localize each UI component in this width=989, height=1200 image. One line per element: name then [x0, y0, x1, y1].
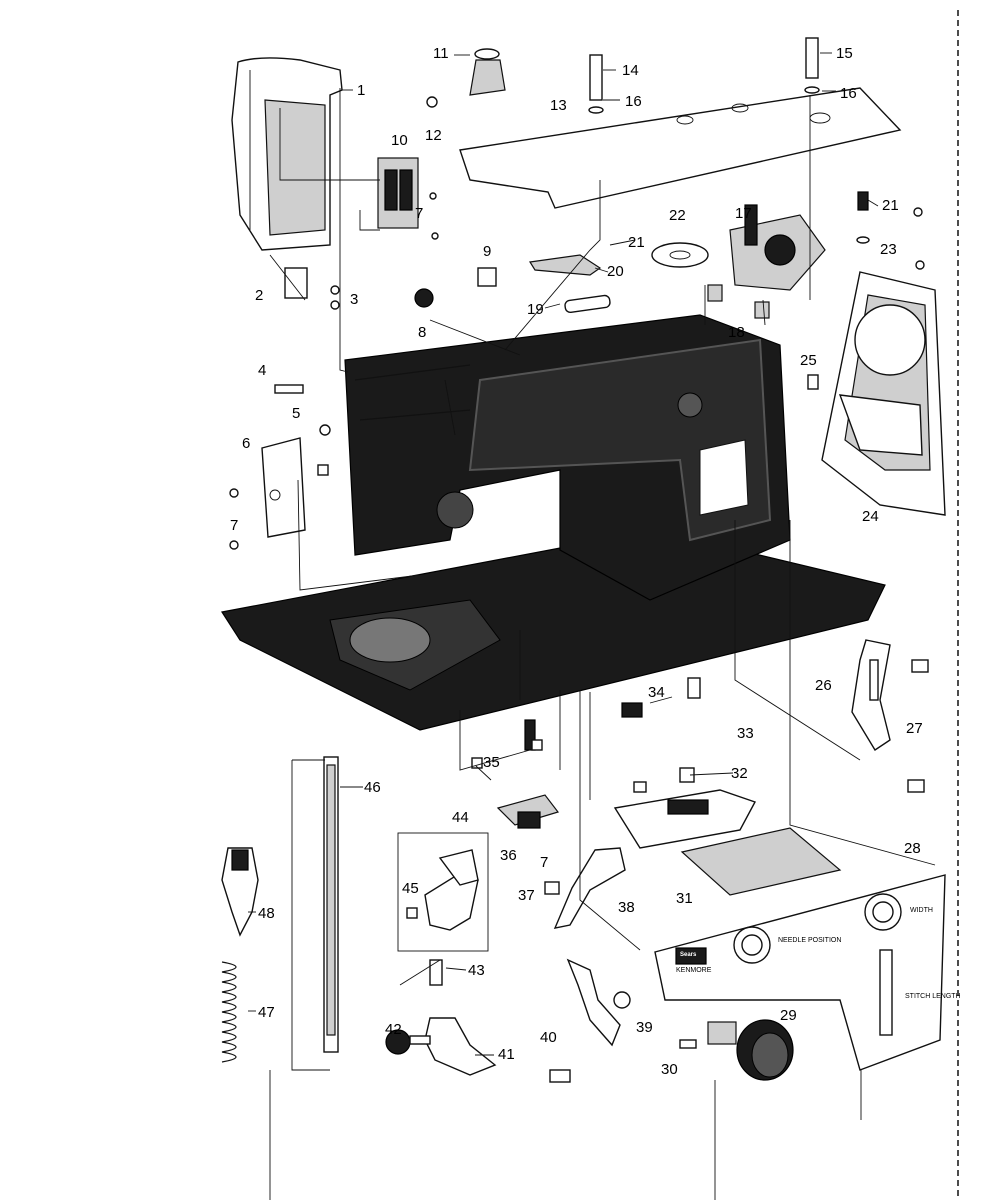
callout-label: 42	[385, 1021, 402, 1038]
callout-label: 36	[500, 847, 517, 864]
callout-label: 7	[415, 205, 423, 222]
callout-label: 33	[737, 725, 754, 742]
left-side-parts	[229, 384, 331, 550]
callout-label: 40	[540, 1029, 557, 1046]
presser-bar-46-part	[291, 756, 339, 1071]
callout-label: 13	[550, 97, 567, 114]
callout-label: 25	[800, 352, 817, 369]
callout-label: 6	[242, 435, 250, 452]
lever-39-part	[549, 958, 631, 1083]
callout-label: 5	[292, 405, 300, 422]
dial-label-stitch: STITCH LENGTH	[905, 993, 961, 1000]
callout-label: 47	[258, 1004, 275, 1021]
dial-plate-part: Sears KENMORE NEEDLE POSITION WIDTH STIT…	[654, 874, 961, 1071]
callout-label: 1	[357, 82, 365, 99]
presser-foot-part	[385, 959, 497, 1076]
callout-label: 44	[452, 809, 469, 826]
callout-label: 35	[483, 754, 500, 771]
spring-and-winder-parts	[221, 847, 259, 1063]
callout-label: 34	[648, 684, 665, 701]
callout-label: 39	[636, 1019, 653, 1036]
top-screws	[588, 37, 820, 114]
callout-label: 22	[669, 207, 686, 224]
callout-label: 32	[731, 765, 748, 782]
callout-label: 45	[402, 880, 419, 897]
machine-body	[221, 314, 886, 731]
callout-label: 41	[498, 1046, 515, 1063]
callout-label: 15	[836, 45, 853, 62]
callout-label: 10	[391, 132, 408, 149]
leader-lines	[269, 88, 936, 1200]
callout-label: 27	[906, 720, 923, 737]
callout-label: 31	[676, 890, 693, 907]
callout-label: 18	[728, 324, 745, 341]
callout-label: 28	[904, 840, 921, 857]
callout-label: 4	[258, 362, 266, 379]
dial-label-left: NEEDLE POSITION	[778, 937, 841, 944]
callout-label: 21	[628, 234, 645, 251]
callout-label: 16	[625, 93, 642, 110]
callout-label: 8	[418, 324, 426, 341]
callout-arrows	[248, 52, 879, 1056]
lower-bracket-part	[284, 267, 340, 310]
callout-label: 37	[518, 887, 535, 904]
callout-label: 12	[425, 127, 442, 144]
bracket-26-part	[851, 639, 929, 793]
callout-label: 16	[840, 85, 857, 102]
callout-label: 7	[230, 517, 238, 534]
dial-label-right: WIDTH	[910, 907, 933, 914]
callout-label: 24	[862, 508, 879, 525]
callout-label: 30	[661, 1061, 678, 1078]
plate-parts	[613, 767, 842, 896]
feed-parts	[496, 794, 626, 929]
tension-assembly-part	[377, 157, 439, 240]
logo-subtitle: KENMORE	[676, 967, 712, 974]
callout-label: 26	[815, 677, 832, 694]
presser-bar-guide-part	[397, 832, 489, 952]
shaft-parts	[414, 254, 611, 314]
small-screw-25	[807, 374, 819, 390]
knob-29-part	[679, 1019, 794, 1081]
callout-label: 48	[258, 905, 275, 922]
callout-label: 19	[527, 301, 544, 318]
callout-label: 46	[364, 779, 381, 796]
callout-labels: 1 2 3 4 5 6 7 7 7 8 9 10 11 12 13 14 15 …	[230, 45, 923, 1078]
gear-assembly-part	[707, 204, 826, 319]
face-cover-part	[231, 57, 343, 251]
base-screws	[471, 677, 701, 769]
callout-label: 9	[483, 243, 491, 260]
callout-label: 23	[880, 241, 897, 258]
side-screws	[856, 191, 925, 270]
callout-label: 21	[882, 197, 899, 214]
top-cover-part	[459, 87, 902, 209]
side-cover-part	[821, 271, 946, 516]
callout-label: 38	[618, 899, 635, 916]
callout-label: 14	[622, 62, 639, 79]
spool-pin-part	[426, 48, 506, 108]
washer-part	[651, 242, 709, 268]
callout-label: 17	[735, 205, 752, 222]
callout-label: 29	[780, 1007, 797, 1024]
callout-label: 20	[607, 263, 624, 280]
callout-label: 2	[255, 287, 263, 304]
logo-brand: Sears	[680, 952, 697, 958]
callout-label: 43	[468, 962, 485, 979]
callout-label: 3	[350, 291, 358, 308]
callout-label: 7	[540, 854, 548, 871]
callout-label: 11	[433, 45, 449, 62]
